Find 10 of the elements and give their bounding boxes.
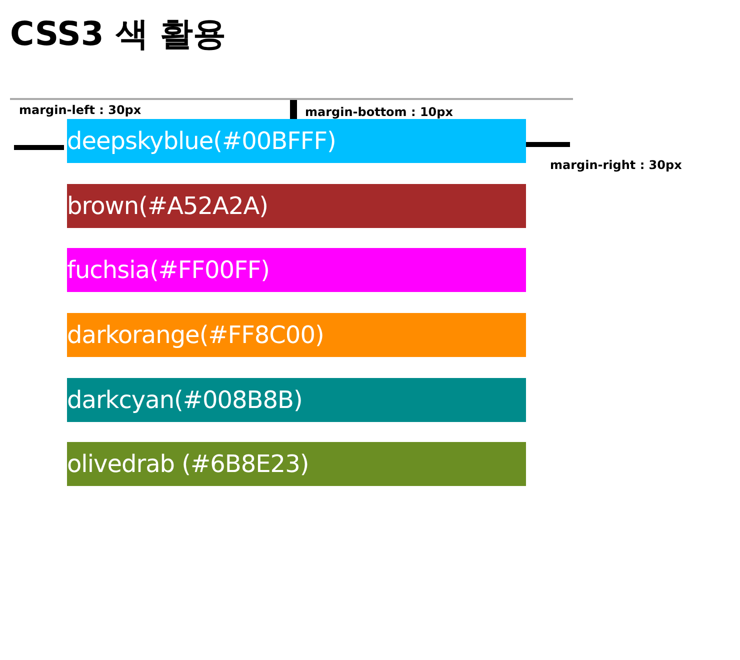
title: CSS3 색 활용 [10, 14, 226, 54]
color-bar: olivedrab (#6B8E23) [67, 442, 526, 486]
dimension-label: margin-bottom : 10px [305, 105, 453, 119]
color-bar: darkcyan(#008B8B) [67, 378, 526, 422]
color-bar: brown(#A52A2A) [67, 184, 526, 228]
color-bar: fuchsia(#FF00FF) [67, 248, 526, 292]
dimension-label: margin-left : 30px [19, 103, 142, 117]
dimension-label: margin-right : 30px [550, 158, 682, 172]
color-bar: deepskyblue(#00BFFF) [67, 119, 526, 163]
color-bar: darkorange(#FF8C00) [67, 313, 526, 357]
